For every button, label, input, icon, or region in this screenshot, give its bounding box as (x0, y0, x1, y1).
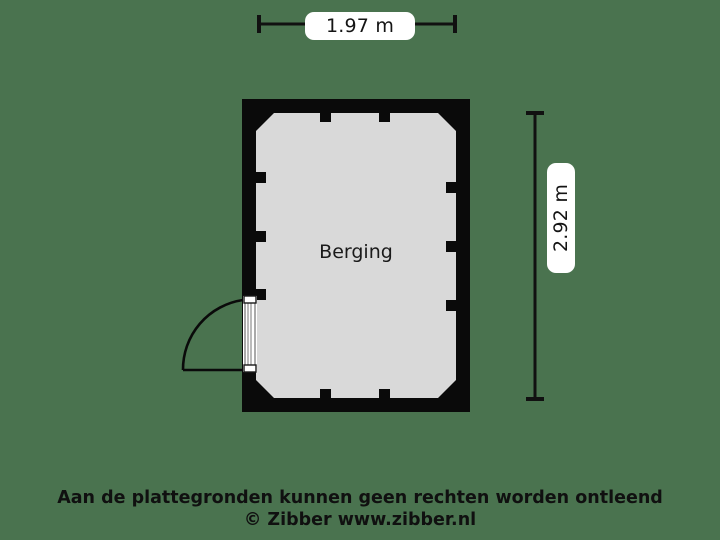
wall-notches (256, 113, 456, 398)
door-leaf (244, 301, 256, 367)
notch-left-1 (256, 172, 266, 183)
notch-right-3 (446, 300, 456, 311)
footer-line-1: Aan de plattegronden kunnen geen rechten… (57, 488, 663, 508)
dimension-label-width: 1.97 m (305, 12, 415, 40)
notch-left-3 (256, 289, 266, 300)
room-label-berging: Berging (319, 241, 393, 263)
footer-disclaimer: Aan de plattegronden kunnen geen rechten… (0, 487, 720, 531)
entry-door[interactable] (181, 295, 257, 373)
dimension-line-right (526, 111, 544, 401)
notch-top-1 (320, 113, 331, 122)
room-floor (256, 113, 456, 398)
dimension-label-height: 2.92 m (547, 163, 575, 273)
notch-left-2 (256, 231, 266, 242)
footer-line-2: © Zibber www.zibber.nl (243, 510, 477, 530)
door-jamb-top (243, 295, 257, 304)
door-jamb-bottom (243, 364, 257, 373)
door-swing-arc (181, 298, 244, 371)
notch-right-1 (446, 182, 456, 193)
notch-bottom-2 (379, 389, 390, 398)
notch-right-2 (446, 241, 456, 252)
notch-top-2 (379, 113, 390, 122)
notch-bottom-1 (320, 389, 331, 398)
